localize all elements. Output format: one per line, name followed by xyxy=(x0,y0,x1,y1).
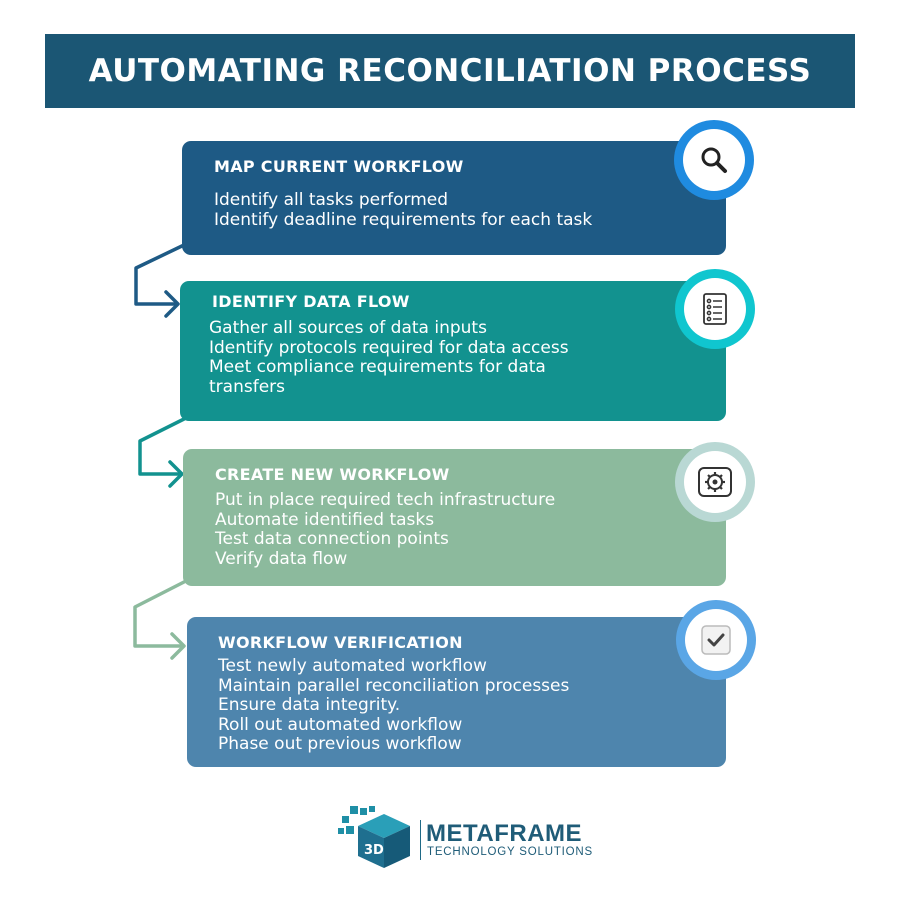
step-badge-2 xyxy=(675,269,755,349)
step-line: Phase out previous workflow xyxy=(218,734,462,754)
step-heading: WORKFLOW VERIFICATION xyxy=(218,633,463,652)
step-description: Gather all sources of data inputs Identi… xyxy=(209,318,569,397)
logo-mark-text: 3D xyxy=(364,843,384,858)
step-line: Meet compliance requirements for data xyxy=(209,357,546,377)
connector-arrow-1 xyxy=(134,243,186,306)
step-line: Maintain parallel reconciliation process… xyxy=(218,675,570,696)
logo-name: METAFRAME xyxy=(426,820,583,847)
step-line: Identify all tasks performed xyxy=(214,190,449,210)
step-card-create-new-workflow: CREATE NEW WORKFLOW Put in place require… xyxy=(183,449,726,586)
step-heading: MAP CURRENT WORKFLOW xyxy=(214,157,464,176)
step-line: Test newly automated workflow xyxy=(218,656,487,676)
step-badge-3 xyxy=(675,442,755,522)
step-heading: CREATE NEW WORKFLOW xyxy=(215,465,450,484)
cube-logo-icon: 3D xyxy=(338,806,410,868)
step-line: Gather all sources of data inputs xyxy=(209,318,487,338)
logo-divider xyxy=(420,820,421,860)
page-title: AUTOMATING RECONCILIATION PROCESS xyxy=(88,53,812,89)
gear-cycle-icon xyxy=(698,467,732,497)
step-card-map-current-workflow: MAP CURRENT WORKFLOW Identify all tasks … xyxy=(182,141,726,255)
logo-tagline: TECHNOLOGY SOLUTIONS xyxy=(427,846,593,858)
step-description: Put in place required tech infrastructur… xyxy=(215,490,556,569)
metaframe-logo: 3D METAFRAME TECHNOLOGY SOLUTIONS xyxy=(336,800,592,870)
step-line: Put in place required tech infrastructur… xyxy=(215,490,556,510)
connector-arrow-3 xyxy=(133,580,186,648)
step-line: Automate identified tasks xyxy=(215,509,435,530)
step-badge-1 xyxy=(674,120,754,200)
step-description: Identify all tasks performed Identify de… xyxy=(214,190,593,230)
step-badge-4 xyxy=(676,600,756,680)
magnifier-icon xyxy=(701,147,727,173)
step-line: Identify protocols required for data acc… xyxy=(209,337,569,358)
step-card-identify-data-flow: IDENTIFY DATA FLOW Gather all sources of… xyxy=(180,281,726,421)
connector-arrow-2 xyxy=(138,417,186,476)
step-line: Verify data flow xyxy=(215,548,348,569)
step-line: Roll out automated workflow xyxy=(218,714,463,735)
checklist-document-icon xyxy=(703,293,727,325)
step-heading: IDENTIFY DATA FLOW xyxy=(212,292,410,311)
step-description: Test newly automated workflow Maintain p… xyxy=(218,656,570,755)
step-line: Test data connection points xyxy=(215,529,449,549)
step-line: Ensure data integrity. xyxy=(218,695,401,715)
step-line: Identify deadline requirements for each … xyxy=(214,209,593,230)
step-line: transfers xyxy=(209,376,285,397)
checkbox-icon xyxy=(701,625,731,655)
step-card-workflow-verification: WORKFLOW VERIFICATION Test newly automat… xyxy=(187,617,726,767)
title-banner: AUTOMATING RECONCILIATION PROCESS xyxy=(45,34,855,108)
